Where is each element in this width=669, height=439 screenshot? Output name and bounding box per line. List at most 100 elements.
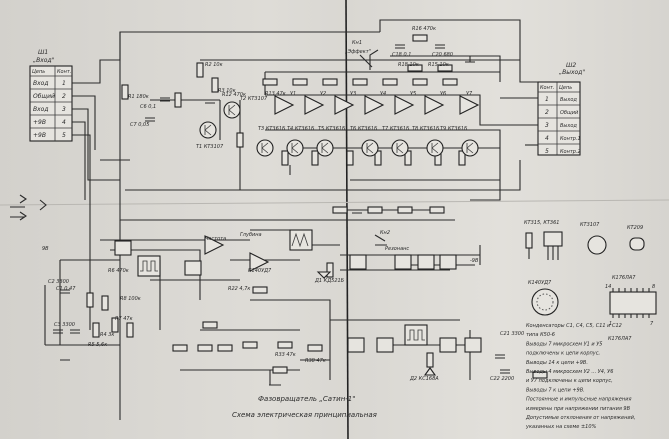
resistor xyxy=(532,371,548,379)
component-label: C2 3300 xyxy=(48,279,69,285)
transistor-label: T2 КТ3107 xyxy=(240,96,268,102)
component-label: C22 2200 xyxy=(490,376,514,382)
note-line: Выводы 7 к цепи +9В. xyxy=(526,387,585,393)
component-label: Д2 КС168А xyxy=(409,376,439,382)
capacitor xyxy=(60,289,70,294)
resistor xyxy=(281,150,289,166)
transistor xyxy=(223,101,241,119)
capacitor xyxy=(145,117,155,122)
logic-gate xyxy=(184,260,202,276)
note-line: Допустимые отклонения от напряжений, xyxy=(525,415,635,421)
connector-in-pin: 5 xyxy=(62,132,66,139)
note-line: типа К50-6 xyxy=(526,332,555,338)
resistor xyxy=(352,78,368,86)
pin-label: 1 xyxy=(609,321,612,327)
component-label: C6 0,1 xyxy=(140,104,156,110)
opamp-label: У2 xyxy=(320,91,326,97)
transistor-label: T5 КТ361Б xyxy=(318,126,346,132)
pin-label: 8 xyxy=(652,284,655,290)
resistor xyxy=(217,344,233,352)
pin-label: 14 xyxy=(605,284,611,290)
resistor xyxy=(86,292,94,308)
square-wave-icon xyxy=(137,255,161,277)
resonance-switch xyxy=(374,234,387,246)
transistor xyxy=(461,139,479,157)
transistor-label: T3 КТ361Б xyxy=(258,126,286,132)
logic-gate xyxy=(394,254,412,270)
wire xyxy=(265,94,538,126)
opamp-label: У7 xyxy=(466,91,473,97)
resistor xyxy=(277,341,293,349)
note-line: подключены к цепи корпус, xyxy=(526,351,600,357)
wire xyxy=(470,160,501,201)
effect-switch xyxy=(359,49,379,70)
connector-out-circuit: Общий xyxy=(560,110,579,116)
package-label-kt3107: КТ3107 xyxy=(580,222,600,228)
resistor xyxy=(292,78,308,86)
transistor-label: T7 КТ361Б xyxy=(382,126,410,132)
transistor xyxy=(256,139,274,157)
component-label: Глубина xyxy=(240,232,262,238)
resistor xyxy=(174,92,182,108)
opamp xyxy=(304,95,325,115)
header-circuit: Цепь xyxy=(559,85,572,91)
connector-in-circuit: +9В xyxy=(33,119,46,126)
component-label: -9В xyxy=(470,258,479,264)
resistor xyxy=(397,206,413,214)
connector-in-circuit: +9В xyxy=(33,132,46,139)
connector-out-circuit: Контр.1 xyxy=(560,136,581,142)
component-label: R12 470к xyxy=(222,92,246,98)
zener-diode xyxy=(423,367,437,376)
title-line-2: Схема электрическая принципиальная xyxy=(232,411,377,419)
wire xyxy=(379,19,538,83)
connector-out-circuit: Выход xyxy=(560,97,577,103)
wire xyxy=(72,121,86,200)
component-label: C20 680 xyxy=(432,52,453,58)
connector-out-circuit: Выход xyxy=(560,123,577,129)
header-pin: Конт. xyxy=(540,85,554,91)
wire xyxy=(72,134,91,240)
opamp xyxy=(274,95,295,115)
resistor xyxy=(326,262,334,278)
resistor xyxy=(236,132,244,148)
wire xyxy=(72,31,380,84)
resistor xyxy=(101,295,109,311)
resistor xyxy=(332,206,348,214)
package-label-kt315: КТ315, КТ361 xyxy=(524,220,559,226)
connector-in-subtitle: „Вход" xyxy=(33,57,55,64)
switch-name: „Эффект" xyxy=(345,49,371,55)
switch-label: Кн1 xyxy=(352,40,362,46)
wire xyxy=(110,249,201,300)
package-label-k176la7: К176ЛА7 xyxy=(612,275,636,281)
note-line: Постоянные и импульсные напряжения xyxy=(526,397,631,403)
resistor xyxy=(346,150,354,166)
resistor xyxy=(311,150,319,166)
connector-in-title: Ш1 xyxy=(38,49,48,56)
logic-gate xyxy=(376,337,394,353)
component-label: R15 10к xyxy=(428,62,449,68)
connector-out-pin: 5 xyxy=(545,148,549,155)
note-line: измерены при напряжении питания 9В xyxy=(526,406,631,412)
logic-gate xyxy=(114,240,132,256)
component-label: R8 100к xyxy=(120,296,141,302)
resistor xyxy=(437,64,453,72)
header-pin: Конт. xyxy=(57,69,71,75)
pin-label: 7 xyxy=(650,321,654,327)
connector-in-circuit: Общий xyxy=(33,93,55,100)
square-wave-icon xyxy=(404,324,428,346)
resistor xyxy=(252,286,268,294)
diode xyxy=(316,271,332,279)
opamp xyxy=(334,95,355,115)
note-line: Конденсаторы С1, С4, С5, С11 и С12 xyxy=(526,323,622,329)
note-line: указанных на схеме ±10% xyxy=(525,424,596,430)
component-label: Д1 КД521Б xyxy=(314,278,345,284)
connector-out-pin: 1 xyxy=(545,96,549,103)
resistor xyxy=(322,78,338,86)
transistor xyxy=(426,139,444,157)
connector-in-circuit: Вход xyxy=(33,106,49,113)
opamp-label: У1 xyxy=(290,91,296,97)
